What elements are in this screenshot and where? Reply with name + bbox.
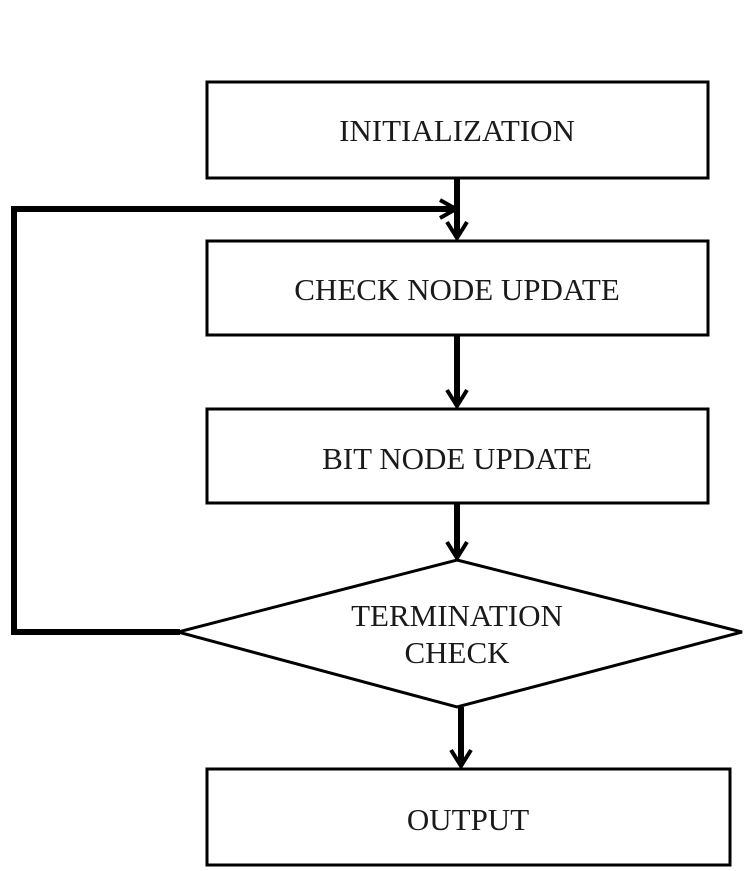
arrow-bit-to-termination — [445, 503, 469, 562]
initialization-box — [205, 80, 710, 180]
termination-check-diamond — [172, 558, 743, 709]
termination-check-label-line1: TERMINATION — [351, 598, 563, 633]
bit-node-update-label: BIT NODE UPDATE — [322, 441, 592, 476]
output-label: OUTPUT — [407, 802, 529, 837]
bit-node-update-box — [205, 407, 710, 505]
arrow-init-to-check — [445, 178, 469, 242]
bit-node-update-node: BIT NODE UPDATE — [205, 407, 710, 505]
initialization-label: INITIALIZATION — [339, 113, 575, 148]
output-box — [205, 767, 732, 867]
check-node-update-label: CHECK NODE UPDATE — [294, 272, 620, 307]
termination-check-node: TERMINATION CHECK — [172, 558, 743, 709]
check-node-update-node: CHECK NODE UPDATE — [205, 239, 710, 337]
output-node: OUTPUT — [205, 767, 732, 867]
initialization-node: INITIALIZATION — [205, 80, 710, 180]
arrow-check-to-bit — [445, 335, 469, 410]
arrow-termination-to-output — [449, 707, 473, 770]
feedback-loop-arrow — [11, 198, 461, 635]
termination-check-label-line2: CHECK — [404, 635, 510, 670]
